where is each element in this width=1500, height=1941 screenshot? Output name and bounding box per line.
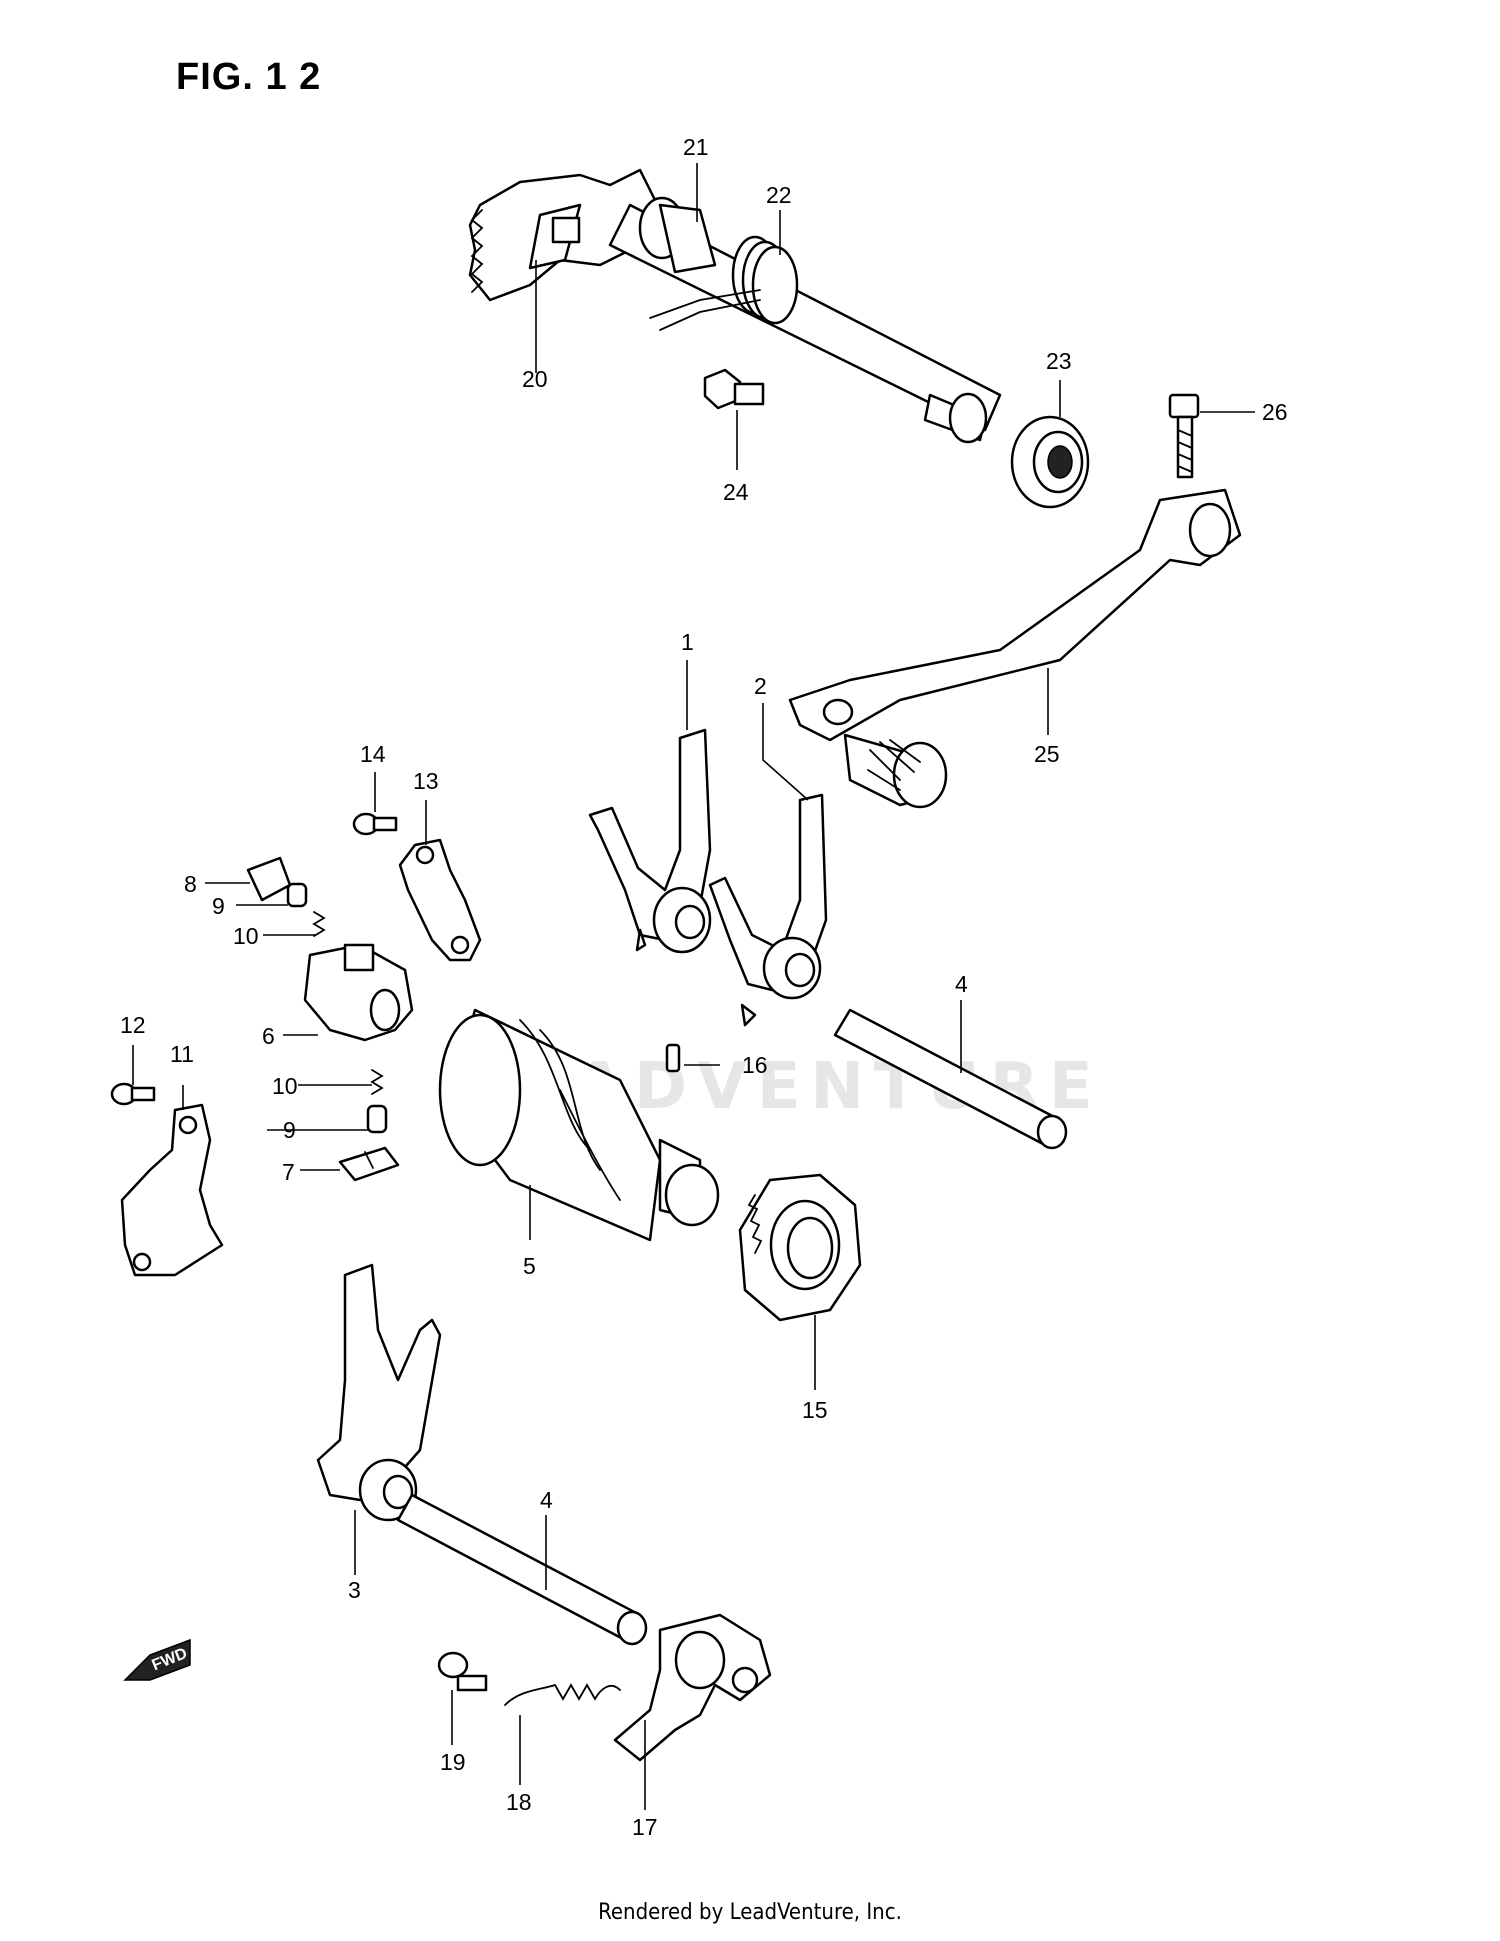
pin-9-upper [286, 882, 308, 908]
shift-fork-shaft-upper [833, 1008, 1068, 1150]
callout-8: 8 [184, 871, 197, 897]
leader-lines [132, 163, 1255, 1810]
cam-stopper-7 [338, 1146, 400, 1182]
bolt-part-24 [703, 368, 765, 410]
callout-9-lower: 9 [283, 1117, 296, 1143]
spring-10-upper [312, 911, 326, 937]
shift-shaft-assembly [468, 168, 1002, 444]
callout-1: 1 [681, 629, 694, 655]
callout-17: 17 [632, 1814, 658, 1840]
callout-15: 15 [802, 1397, 828, 1423]
callout-4-lower: 4 [540, 1487, 553, 1513]
shift-fork-3 [316, 1263, 442, 1522]
cam-stopper-8 [246, 856, 292, 902]
callout-20: 20 [522, 366, 548, 392]
callout-13: 13 [413, 768, 439, 794]
callout-7: 7 [282, 1159, 295, 1185]
oil-seal-part [1010, 415, 1090, 509]
callout-6: 6 [262, 1023, 275, 1049]
callout-19: 19 [440, 1749, 466, 1775]
stopper-plate-13 [398, 838, 482, 962]
callout-21: 21 [683, 134, 709, 160]
callout-14: 14 [360, 741, 386, 767]
callout-26: 26 [1262, 399, 1288, 425]
pin-bolt-19 [437, 1651, 488, 1692]
callout-3: 3 [348, 1577, 361, 1603]
callout-22: 22 [766, 182, 792, 208]
callout-11: 11 [170, 1041, 194, 1067]
spring-10-lower [370, 1069, 384, 1095]
figure-title: FIG. 1 2 [176, 56, 322, 98]
cam-pin [665, 1043, 681, 1073]
shift-fork-1 [588, 728, 712, 954]
shift-fork-2 [708, 793, 828, 1027]
callout-12: 12 [120, 1012, 146, 1038]
gear-shift-arm-17 [613, 1613, 772, 1762]
cam-driven-gear [738, 1173, 862, 1322]
fwd-arrow-icon [123, 1638, 191, 1681]
callout-25: 25 [1034, 741, 1060, 767]
footer-credit: Rendered by LeadVenture, Inc. [598, 1900, 902, 1925]
return-spring-18 [504, 1683, 621, 1706]
callout-5: 5 [523, 1253, 536, 1279]
callout-23: 23 [1046, 348, 1072, 374]
callout-4-upper: 4 [955, 971, 968, 997]
callout-2: 2 [754, 673, 767, 699]
callout-24: 24 [723, 479, 749, 505]
callout-16: 16 [742, 1052, 768, 1078]
callout-9-upper: 9 [212, 893, 225, 919]
screw-14 [352, 812, 398, 836]
gear-shift-lever [788, 488, 1242, 809]
shift-fork-shaft-lower [396, 1493, 648, 1646]
guide-plate-11 [120, 1103, 224, 1277]
screw-12 [110, 1082, 156, 1106]
bolt-part-26 [1168, 393, 1200, 479]
callout-10-lower: 10 [272, 1073, 298, 1099]
cam-stopper-6 [303, 943, 414, 1042]
callout-10-upper: 10 [233, 923, 259, 949]
callout-18: 18 [506, 1789, 532, 1815]
gear-shift-cam [438, 1008, 720, 1242]
pin-9-lower [366, 1104, 388, 1134]
